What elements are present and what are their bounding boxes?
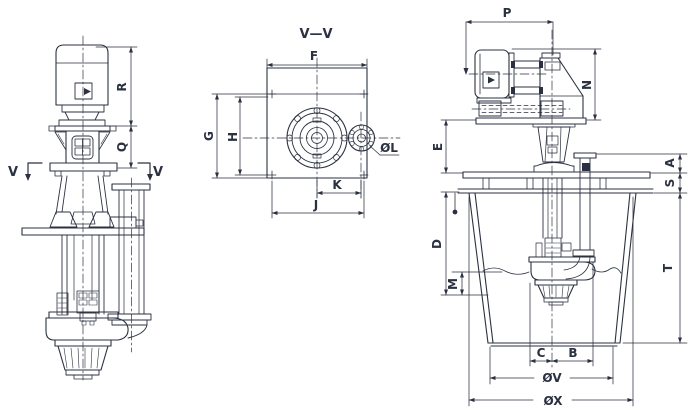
cover-plate-side — [462, 171, 651, 179]
dim-label-t: T — [661, 263, 675, 272]
dim-label-a: A — [663, 158, 677, 168]
motor-base — [476, 97, 512, 104]
flange-bolt-right — [109, 125, 117, 132]
shaft-top-nut — [544, 61, 561, 71]
column-flange-plan — [286, 107, 348, 169]
seal-box-side — [544, 237, 562, 258]
discharge-top-flange-side — [573, 152, 597, 159]
gusset-left — [54, 131, 67, 151]
front-dimensions — [95, 46, 138, 169]
section-view: V—V — [202, 27, 401, 219]
nameplate-strip — [56, 292, 69, 316]
section-dimensions — [211, 58, 368, 219]
motor-body — [55, 44, 109, 106]
dim-label-j: J — [313, 198, 318, 212]
dim-label-s: S — [663, 179, 677, 188]
terminal-arrow-icon-side — [488, 76, 495, 84]
junction-nipple — [135, 219, 144, 227]
mounting-plate — [49, 162, 118, 172]
support-foot-right — [88, 211, 115, 228]
motor-pulley — [478, 100, 502, 117]
discharge-flange-plan — [347, 124, 376, 152]
dim-label-d: D — [430, 239, 444, 249]
volute-body-side — [530, 261, 596, 281]
seal-housing — [76, 290, 100, 314]
dim-label-g: G — [202, 131, 216, 141]
dim-label-phi-x: ØX — [543, 394, 563, 408]
gland-block — [79, 312, 97, 322]
discharge-elbow-front — [127, 324, 148, 339]
plate-bolt-right — [103, 170, 111, 177]
discharge-joint-side — [572, 249, 595, 257]
strainer-lip-side — [534, 279, 578, 286]
dim-label-phi-v: ØV — [542, 371, 562, 385]
bracket-flange — [54, 125, 111, 132]
pipe-clamp — [582, 163, 590, 171]
flange-bolt-left — [48, 125, 56, 132]
coupling-window — [71, 135, 94, 160]
dim-label-e: E — [431, 143, 445, 151]
strainer-body — [57, 345, 109, 371]
phi-l-leader — [369, 145, 381, 156]
plate-bolt-marks — [267, 89, 369, 180]
dim-label-k: K — [332, 178, 342, 192]
dim-label-phi-l: ØL — [380, 141, 398, 155]
dim-label-h: H — [226, 132, 240, 142]
dim-label-m: M — [446, 278, 460, 290]
discharge-joint-flange-a — [107, 313, 152, 321]
pedestal-cap — [541, 52, 561, 59]
dim-label-c: C — [537, 346, 546, 360]
baseplate — [475, 117, 587, 125]
gusset-right — [98, 131, 111, 151]
lantern-flange — [58, 119, 106, 127]
pump-pulley — [540, 100, 564, 117]
support-column-side — [537, 126, 571, 163]
discharge-elbow-side — [563, 255, 581, 271]
motor-face-plate — [508, 52, 515, 98]
dim-label-b: B — [568, 346, 577, 360]
liquid-level-left — [482, 267, 530, 275]
section-letter-right: V — [153, 165, 163, 180]
sump-tank — [457, 188, 654, 347]
section-letter-left: V — [8, 165, 18, 180]
strainer-bottom — [65, 369, 100, 376]
plate-bolt-left — [54, 170, 62, 177]
terminal-box-side — [482, 71, 500, 89]
terminal-arrow-icon — [84, 88, 91, 95]
column-bottom-flange — [533, 162, 575, 173]
discharge-joint-flange-b — [111, 319, 148, 326]
support-saddle — [70, 211, 96, 225]
dim-label-r: R — [115, 82, 129, 91]
section-title: V—V — [299, 27, 332, 42]
support-foot-left — [49, 211, 78, 228]
side-dimensions — [440, 19, 688, 407]
liquid-level-right — [591, 267, 622, 274]
dim-label-p: P — [503, 6, 512, 20]
side-view: P N E A S D M T C B ØV ØX — [430, 6, 688, 408]
dim-label-n: N — [580, 80, 594, 90]
discharge-top-flange-front — [111, 183, 151, 191]
strainer-nut — [73, 374, 93, 380]
dim-label-f: F — [310, 49, 318, 63]
volute-top-flange-side — [528, 256, 596, 263]
dim-label-q: Q — [115, 142, 129, 152]
section-cut-markers — [25, 162, 153, 181]
motor-terminal-box — [74, 82, 93, 100]
front-view: R Q V V — [8, 35, 163, 381]
adapter-cone — [64, 111, 100, 121]
